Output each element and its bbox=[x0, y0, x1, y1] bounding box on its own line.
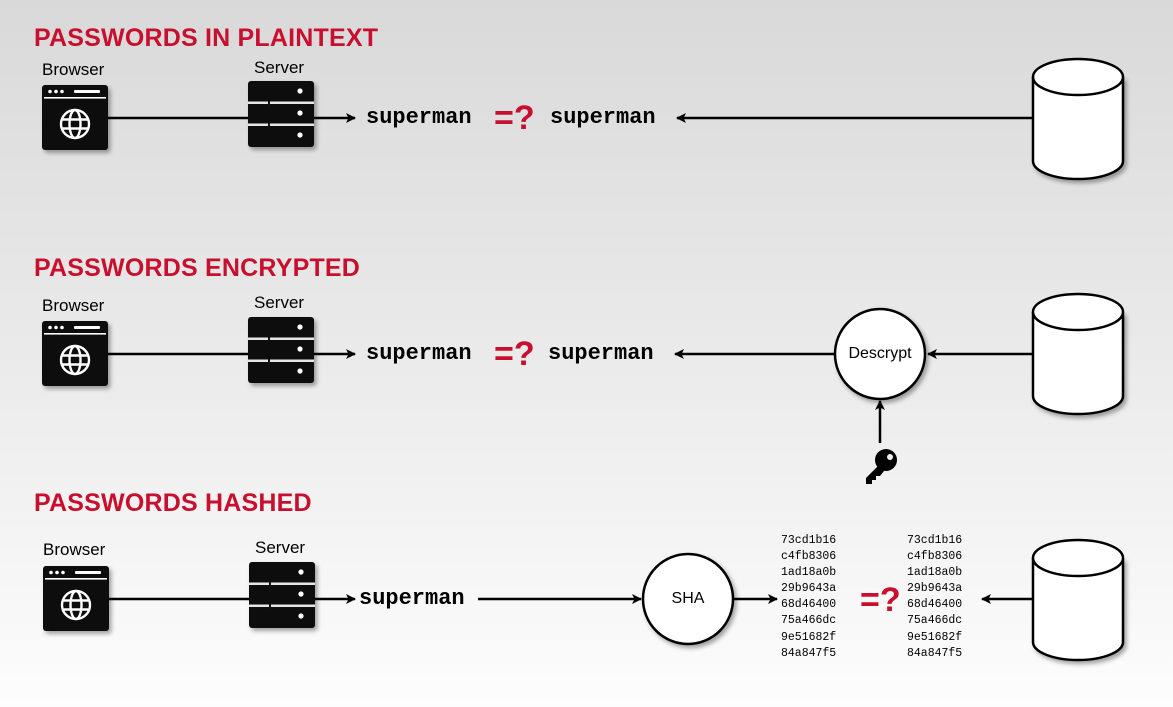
browser-icon bbox=[42, 321, 108, 386]
hash-chunk: 68d46400 bbox=[781, 598, 837, 612]
submitted-password: superman bbox=[366, 105, 472, 130]
hash-chunk: 73cd1b16 bbox=[907, 534, 963, 547]
hash-chunk: 9e51682f bbox=[907, 630, 963, 644]
database-icon bbox=[1033, 59, 1123, 179]
hash-chunk: c4fb8306 bbox=[907, 550, 963, 564]
hash-chunk: 68d46400 bbox=[907, 598, 963, 612]
server-icon bbox=[248, 81, 314, 147]
hash-chunk: 29b9643a bbox=[907, 582, 963, 596]
hash-chunk: 29b9643a bbox=[781, 582, 837, 596]
hash-chunk: 73cd1b16 bbox=[781, 534, 837, 547]
hash-chunk: 9e51682f bbox=[781, 630, 837, 644]
browser-icon bbox=[42, 85, 108, 150]
hash-chunk: 75a466dc bbox=[781, 614, 837, 628]
server-label: Server bbox=[254, 293, 305, 312]
database-icon bbox=[1033, 294, 1123, 414]
hash-chunk: 84a847f5 bbox=[781, 646, 837, 660]
sha-label: SHA bbox=[671, 590, 705, 607]
decrypt-label: Descrypt bbox=[848, 345, 912, 362]
decrypt-node bbox=[833, 307, 927, 401]
server-icon bbox=[248, 317, 314, 383]
browser-icon bbox=[43, 566, 109, 631]
section-title-plaintext: PASSWORDS IN PLAINTEXT bbox=[34, 24, 379, 52]
server-label: Server bbox=[255, 538, 306, 557]
decrypted-password: superman bbox=[548, 341, 654, 366]
compare-symbol: =? bbox=[494, 99, 535, 137]
hash-chunk: 84a847f5 bbox=[907, 646, 963, 660]
stored-hash: 73cd1b16 c4fb8306 1ad18a0b 29b9643a 68d4… bbox=[907, 533, 962, 662]
compare-symbol: =? bbox=[860, 581, 901, 619]
computed-hash: 73cd1b16 c4fb8306 1ad18a0b 29b9643a 68d4… bbox=[781, 533, 836, 662]
section-title-encrypted: PASSWORDS ENCRYPTED bbox=[34, 254, 361, 282]
browser-label: Browser bbox=[42, 296, 105, 315]
stored-password: superman bbox=[550, 105, 656, 130]
browser-label: Browser bbox=[43, 540, 106, 559]
hash-chunk: 1ad18a0b bbox=[907, 566, 963, 580]
section-title-hashed: PASSWORDS HASHED bbox=[34, 489, 312, 517]
key-icon bbox=[866, 449, 897, 484]
server-icon bbox=[249, 562, 315, 628]
submitted-password: superman bbox=[366, 341, 472, 366]
sha-node bbox=[641, 552, 735, 646]
compare-symbol: =? bbox=[494, 335, 535, 373]
hash-chunk: c4fb8306 bbox=[781, 550, 837, 564]
database-icon bbox=[1033, 540, 1123, 660]
browser-label: Browser bbox=[42, 60, 105, 79]
hash-chunk: 1ad18a0b bbox=[781, 566, 837, 580]
server-label: Server bbox=[254, 58, 305, 77]
submitted-password: superman bbox=[359, 586, 465, 611]
hash-chunk: 75a466dc bbox=[907, 614, 963, 628]
